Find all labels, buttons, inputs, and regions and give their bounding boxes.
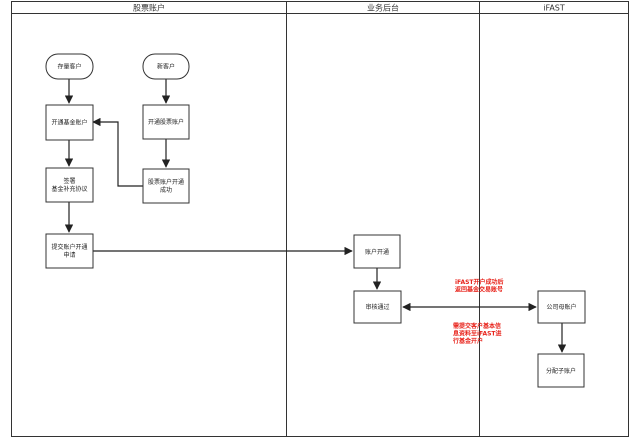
node-label-line: 存量客户 bbox=[57, 63, 81, 71]
node-label: 分配子账户 bbox=[546, 367, 576, 375]
swimlane-frame bbox=[11, 1, 629, 437]
node-label-line: 审核通过 bbox=[365, 303, 389, 311]
annotation-line: 行基金开户 bbox=[452, 337, 483, 345]
node-label: 审核通过 bbox=[365, 303, 389, 311]
process-shape bbox=[353, 290, 402, 324]
node-label-line: 公司母账户 bbox=[546, 303, 576, 311]
node-label-line: 开通股票账户 bbox=[148, 118, 184, 126]
node-label-line: 股票账户开通 bbox=[148, 178, 184, 186]
node-label-line: 提交账户开通 bbox=[51, 243, 87, 251]
node-label: 账户开通 bbox=[365, 248, 389, 256]
node-existing-customer: 存量客户 bbox=[45, 53, 94, 80]
node-assign-sub-account: 分配子账户 bbox=[537, 353, 585, 388]
node-label-line: 签署 bbox=[63, 177, 75, 185]
annotation-submit-info: 需提交客户基本信息资料至iFAST进行基金开户 bbox=[452, 322, 502, 345]
outer-border bbox=[11, 1, 629, 437]
node-sign-agreement: 签署基金补充协议 bbox=[45, 167, 94, 203]
lane-title-stock-account: 股票账户 bbox=[133, 3, 165, 13]
node-label-line: 分配子账户 bbox=[546, 367, 576, 375]
node-label: 存量客户 bbox=[57, 63, 81, 71]
node-label: 开通基金账户 bbox=[51, 119, 87, 127]
node-company-parent-account: 公司母账户 bbox=[537, 290, 586, 324]
process-shape bbox=[353, 234, 401, 269]
node-submit-application: 提交账户开通申请 bbox=[45, 233, 94, 269]
node-new-customer: 新客户 bbox=[142, 53, 190, 80]
process-shape bbox=[45, 104, 94, 141]
arrow-success-to-open-fund bbox=[92, 117, 143, 187]
terminator-shape bbox=[45, 53, 94, 80]
annotation-line: 返回基金交易账号 bbox=[455, 286, 503, 294]
node-label-line: 申请 bbox=[63, 251, 75, 259]
process-shape bbox=[142, 104, 190, 140]
process-shape bbox=[45, 233, 94, 269]
node-label: 签署基金补充协议 bbox=[51, 177, 87, 193]
process-shape bbox=[45, 167, 94, 203]
terminator-shape bbox=[142, 53, 190, 80]
lane-title-ifast: iFAST bbox=[543, 4, 565, 13]
node-account-opening: 账户开通 bbox=[353, 234, 401, 269]
node-stock-account-success: 股票账户开通成功 bbox=[142, 168, 190, 204]
node-label: 新客户 bbox=[157, 63, 175, 71]
process-shape bbox=[537, 290, 586, 324]
process-shape bbox=[142, 168, 190, 204]
annotation-return-account: iFAST开户成功后返回基金交易账号 bbox=[455, 278, 504, 294]
node-label-line: 基金补充协议 bbox=[51, 185, 87, 193]
node-label: 开通股票账户 bbox=[148, 118, 184, 126]
node-label-line: 开通基金账户 bbox=[51, 119, 87, 127]
annotation-line: 息资料至iFAST进 bbox=[453, 330, 502, 338]
node-label-line: 新客户 bbox=[157, 63, 175, 71]
node-open-fund-account: 开通基金账户 bbox=[45, 104, 94, 141]
annotation-line: 需提交客户基本信 bbox=[453, 322, 501, 330]
annotation-line: iFAST开户成功后 bbox=[455, 278, 504, 286]
node-review-passed: 审核通过 bbox=[353, 290, 402, 324]
lane-title-business-backend: 业务后台 bbox=[367, 3, 399, 13]
node-label: 股票账户开通成功 bbox=[148, 178, 184, 194]
node-label-line: 账户开通 bbox=[365, 248, 389, 256]
node-label: 公司母账户 bbox=[546, 303, 576, 311]
node-open-stock-account: 开通股票账户 bbox=[142, 104, 190, 140]
node-label: 提交账户开通申请 bbox=[51, 243, 87, 259]
process-shape bbox=[537, 353, 585, 388]
node-label-line: 成功 bbox=[160, 186, 172, 194]
connectors bbox=[64, 79, 567, 353]
